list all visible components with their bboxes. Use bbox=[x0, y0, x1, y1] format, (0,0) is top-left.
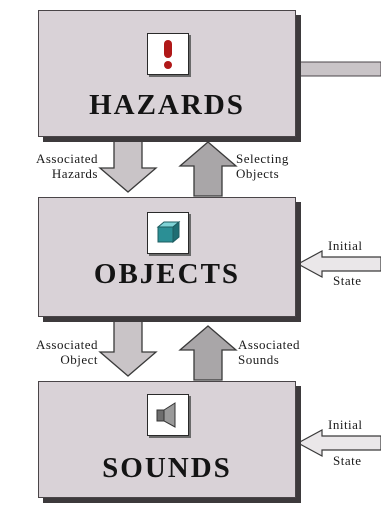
hazards-output-connector bbox=[299, 61, 381, 77]
label-line: Selecting bbox=[236, 151, 289, 166]
label-line: Hazards bbox=[51, 166, 98, 181]
cube-icon bbox=[156, 220, 181, 244]
label-line: Objects bbox=[236, 166, 280, 181]
label-line: Sounds bbox=[238, 352, 280, 367]
objects-box: OBJECTS bbox=[38, 197, 296, 317]
label-state-objects: State bbox=[333, 273, 362, 288]
arrow-associated-object bbox=[98, 319, 158, 377]
label-line: Associated bbox=[35, 151, 98, 166]
sounds-icon-frame bbox=[147, 394, 189, 436]
exclamation-icon bbox=[164, 40, 172, 69]
objects-title: OBJECTS bbox=[93, 258, 241, 290]
arrow-initial-state-objects bbox=[296, 249, 381, 279]
label-line: Associated bbox=[238, 337, 301, 352]
label-initial-objects: Initial bbox=[328, 238, 363, 253]
hazards-title: HAZARDS bbox=[89, 89, 245, 121]
label-associated-object: Associated Object bbox=[5, 337, 98, 367]
sounds-title: SOUNDS bbox=[102, 452, 232, 484]
hazards-box: HAZARDS bbox=[38, 10, 296, 137]
hazards-icon-frame bbox=[147, 33, 189, 75]
arrow-associated-sounds bbox=[178, 325, 238, 381]
sounds-box: SOUNDS bbox=[38, 381, 296, 498]
objects-icon-frame bbox=[147, 212, 189, 254]
label-state-sounds: State bbox=[333, 453, 362, 468]
label-initial-sounds: Initial bbox=[328, 417, 363, 432]
arrow-associated-hazards bbox=[98, 139, 158, 193]
label-associated-sounds: Associated Sounds bbox=[238, 337, 300, 367]
label-line: Associated bbox=[35, 337, 98, 352]
speaker-icon bbox=[156, 402, 176, 428]
label-line: Object bbox=[60, 352, 98, 367]
label-associated-hazards: Associated Hazards bbox=[5, 151, 98, 181]
label-selecting-objects: Selecting Objects bbox=[236, 151, 289, 181]
arrow-selecting-objects bbox=[178, 141, 238, 197]
arrow-initial-state-sounds bbox=[296, 428, 381, 458]
